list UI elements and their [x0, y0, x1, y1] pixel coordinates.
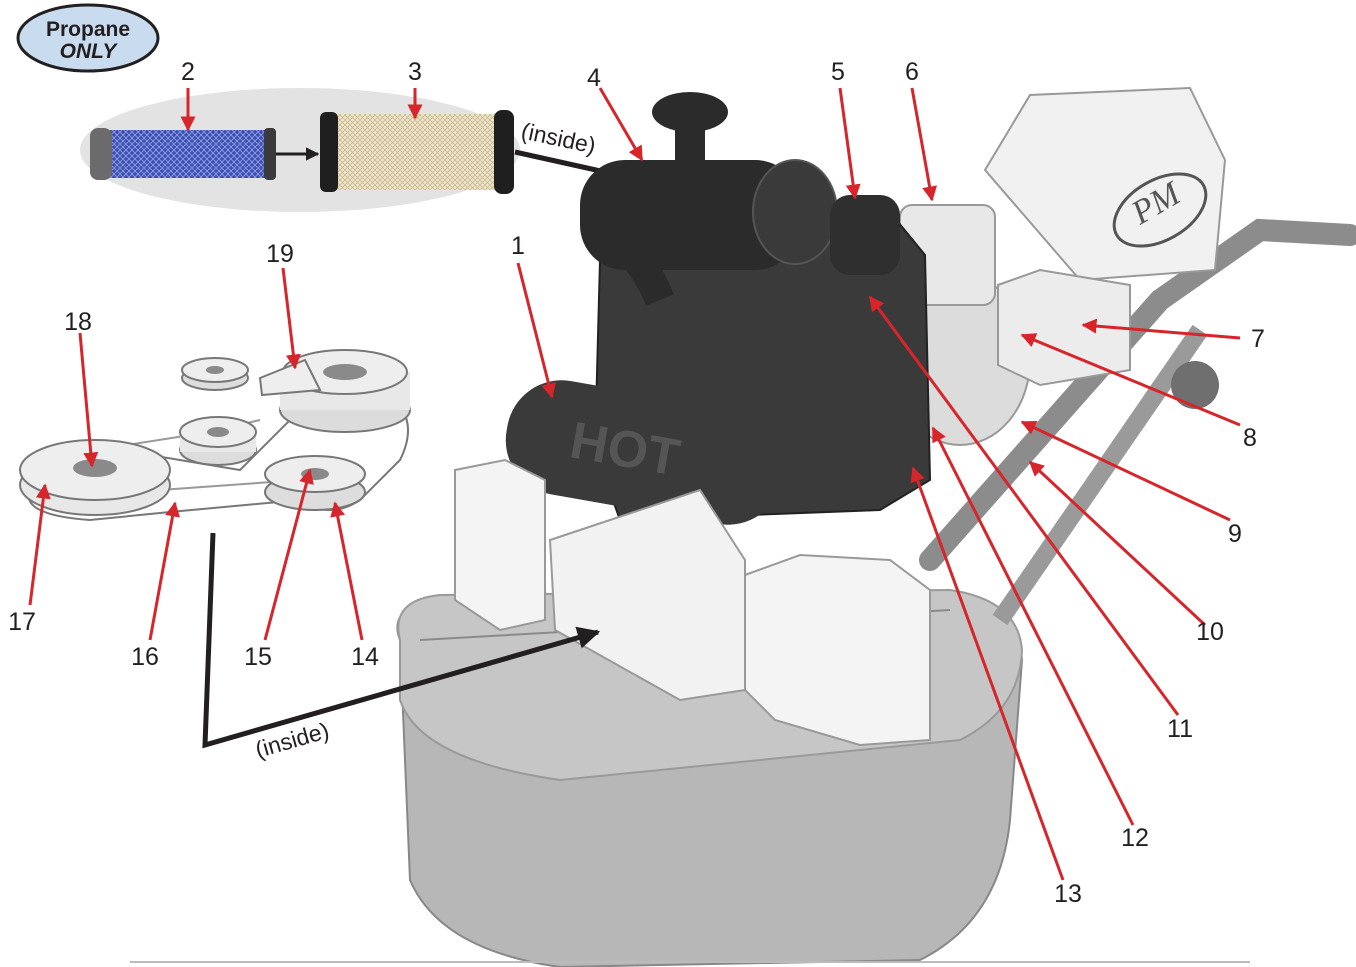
pulley-top-small — [181, 357, 249, 391]
callout-3: 3 — [408, 58, 422, 86]
inside-label-top: (inside) — [519, 117, 598, 158]
callout-15: 15 — [244, 643, 272, 671]
callout-numbers: 1 2 3 4 5 6 7 8 9 10 11 12 13 14 15 16 1… — [8, 58, 1265, 908]
callout-7: 7 — [1251, 325, 1265, 353]
callout-arrows — [28, 87, 1241, 881]
inside-label-bottom: (inside) — [252, 717, 332, 763]
badge-line2: ONLY — [60, 40, 119, 63]
pulley-idler-small — [179, 416, 257, 466]
callout-5: 5 — [831, 58, 845, 86]
callout-11: 11 — [1167, 715, 1193, 743]
inside-arrow-bottom — [202, 532, 601, 749]
callout-17: 17 — [8, 608, 36, 636]
badge-line1: Propane — [46, 18, 130, 41]
callout-4: 4 — [587, 64, 601, 92]
pulley-17-18 — [19, 439, 171, 516]
callout-2: 2 — [181, 58, 195, 86]
callout-10: 10 — [1196, 618, 1224, 646]
callout-16: 16 — [131, 643, 159, 671]
callout-13: 13 — [1054, 880, 1082, 908]
callout-19: 19 — [266, 240, 294, 268]
belt-drive-diagram — [19, 349, 411, 522]
pulley-19-stack — [258, 349, 411, 433]
callout-6: 6 — [905, 58, 919, 86]
callout-18: 18 — [64, 308, 92, 336]
muffler: HOT — [505, 380, 785, 525]
callout-14: 14 — [351, 643, 379, 671]
callout-9: 9 — [1228, 520, 1242, 548]
grinder-machine: PM HOT — [396, 86, 1356, 967]
air-filter-inset — [80, 88, 520, 212]
callout-1: 1 — [511, 232, 525, 260]
pulley-15-14 — [264, 455, 366, 511]
outer-filter-element — [320, 110, 514, 194]
callout-8: 8 — [1243, 424, 1257, 452]
callout-12: 12 — [1121, 824, 1149, 852]
propane-only-badge: Propane ONLY — [16, 3, 160, 73]
inner-filter-element — [90, 128, 276, 180]
